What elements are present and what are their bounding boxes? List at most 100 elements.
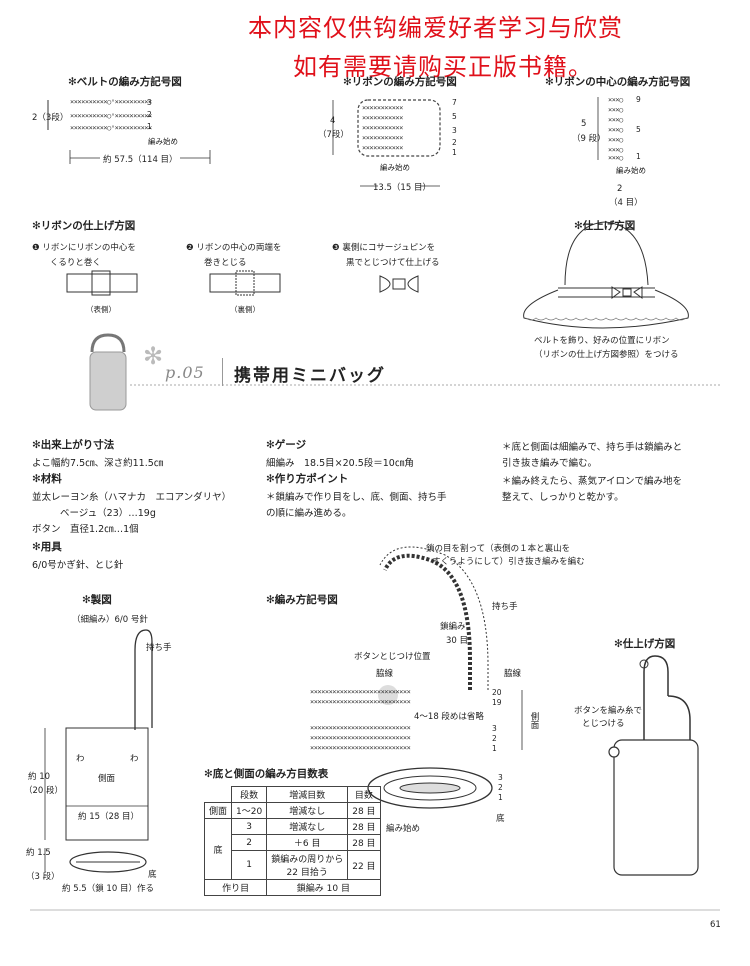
step2-text: ❷ リボンの中心の両端を bbox=[186, 243, 282, 253]
notes-line2: 引き抜き編みで編む。 bbox=[502, 458, 598, 469]
chart-start: 編み始め bbox=[386, 824, 421, 834]
watermark-line1: 本内容仅供钩编爱好者学习与欣赏 bbox=[248, 14, 623, 42]
gauge-value: 細編み 18.5目×20.5段＝10㎝角 bbox=[266, 458, 414, 469]
belt-mark-3: 3 bbox=[147, 98, 152, 107]
points-line1: ＊鎖編みで作り目をし、底、側面、持ち手 bbox=[266, 492, 447, 503]
table-header-count: 目数 bbox=[347, 786, 381, 803]
table-cell: 1 bbox=[231, 850, 268, 880]
notes-line4: 整えて、しっかりと乾かす。 bbox=[502, 492, 624, 503]
gauge-heading: ✻ゲージ bbox=[266, 439, 307, 451]
table-cell: ＋6 目 bbox=[266, 834, 349, 851]
table-cell: 28 目 bbox=[347, 802, 381, 819]
chart-note2: すくうようにして）引き抜き編みを編む bbox=[432, 557, 585, 567]
chart-handle: 持ち手 bbox=[492, 602, 518, 612]
step1-caption: （表側） bbox=[86, 305, 116, 314]
table-cell: 2 bbox=[231, 834, 268, 851]
table-cell: 1〜20 bbox=[231, 802, 268, 819]
chart-note1: 鎖の目を割って（表側の１本と裏山を bbox=[426, 544, 571, 554]
center-row-9: ×××○ bbox=[608, 96, 623, 104]
bag-finish-line1: ボタンを編み糸で bbox=[574, 706, 643, 716]
table-bottom-label: 底 bbox=[203, 818, 233, 880]
bag-finish-line2: とじつける bbox=[582, 719, 625, 729]
center-width-sts: （4 目） bbox=[609, 198, 643, 208]
center-row-6: ×××○ bbox=[608, 126, 623, 134]
ribbon-mark-2: 2 bbox=[452, 138, 457, 147]
blueprint-side: 側面 bbox=[98, 774, 116, 784]
table-cell: 28 目 bbox=[347, 834, 381, 851]
table-side-label: 側面 bbox=[203, 802, 233, 819]
materials-line1: 並太レーヨン糸（ハマナカ エコアンダリヤ） bbox=[32, 492, 232, 503]
chart-base-row-3: 3 bbox=[498, 773, 503, 782]
chart-base-row-1: 1 bbox=[498, 793, 503, 802]
table-title: ✻底と側面の編み方目数表 bbox=[204, 768, 329, 780]
title-divider bbox=[222, 358, 223, 386]
table-cell: 28 目 bbox=[347, 818, 381, 835]
notes-line3: ＊編み終えたら、蒸気アイロンで編み地を bbox=[502, 476, 683, 487]
belt-rows: 2（3段） bbox=[32, 113, 69, 123]
belt-start: 編み始め bbox=[148, 137, 178, 146]
ribbon-height: 4 bbox=[330, 116, 336, 126]
chart-row-3: ××××××××××××××××××××××××××× bbox=[310, 724, 411, 732]
center-width: 2 bbox=[617, 184, 623, 194]
notes-line1: ＊底と側面は細編みで、持ち手は鎖編みと bbox=[502, 442, 683, 453]
table-header-change: 増減目数 bbox=[266, 786, 349, 803]
table-cell-multi: 鎖編みの周りから 22 目拾う bbox=[266, 850, 349, 880]
ribbon-width: 13.5（15 目） bbox=[373, 183, 431, 193]
chart-rownum-1: 1 bbox=[492, 744, 497, 753]
chart-chain: 鎖編み bbox=[440, 622, 466, 632]
chart-rownum-2: 2 bbox=[492, 734, 497, 743]
center-row-5: ×××○ bbox=[608, 136, 623, 144]
belt-row-3: ××××××××××○ˣ×××××××××× bbox=[70, 98, 152, 106]
center-row-7: ×××○ bbox=[608, 116, 623, 124]
table-cell: 増減なし bbox=[266, 818, 349, 835]
table-cell: 22 目 bbox=[347, 850, 381, 880]
blueprint-stitch: （細編み）6/0 号針 bbox=[72, 615, 148, 625]
points-heading: ✻作り方ポイント bbox=[266, 473, 349, 485]
ribbon-mark-3: 3 bbox=[452, 126, 457, 135]
chart-row-19: ××××××××××××××××××××××××××× bbox=[310, 698, 411, 706]
center-row-2: ×××○ bbox=[608, 146, 623, 154]
bag-finish-title: ✻仕上げ方図 bbox=[614, 638, 676, 650]
chart-chain-n: 30 目 bbox=[446, 636, 469, 646]
center-row-1: ×××○ bbox=[608, 154, 623, 162]
blueprint-wa-right: わ bbox=[130, 754, 139, 764]
page-ref: p.05 bbox=[165, 363, 205, 382]
table-foundation-label: 作り目 bbox=[203, 879, 268, 896]
ribbon-center-chart-title: ✻リボンの中心の編み方記号図 bbox=[545, 76, 691, 88]
ribbon-grid-row-4: ××××××××××× bbox=[362, 134, 403, 142]
center-height: 5 bbox=[581, 119, 587, 129]
ribbon-mark-1: 1 bbox=[452, 148, 457, 157]
ribbon-grid-row-1: ××××××××××× bbox=[362, 104, 403, 112]
center-row-8: ×××○ bbox=[608, 106, 623, 114]
belt-width: 約 57.5（114 目） bbox=[103, 155, 178, 165]
chart-row-2: ××××××××××××××××××××××××××× bbox=[310, 734, 411, 742]
center-mark-1: 1 bbox=[636, 152, 641, 161]
belt-mark-2: 2 bbox=[147, 110, 152, 119]
hat-finish-title: ✻仕上げ方図 bbox=[574, 220, 636, 232]
materials-line2: ベージュ（23）…19g bbox=[60, 508, 156, 519]
belt-mark-1: 1 bbox=[147, 122, 152, 131]
ribbon-chart-title: ✻リボンの編み方記号図 bbox=[343, 76, 457, 88]
belt-chart-title: ✻ベルトの編み方記号図 bbox=[68, 76, 182, 88]
table-cell-line1: 鎖編みの周りから bbox=[271, 855, 344, 865]
center-mark-9: 9 bbox=[636, 95, 641, 104]
blueprint-base-h: 約 1.5 bbox=[26, 848, 51, 858]
size-heading: ✻出来上がり寸法 bbox=[32, 439, 115, 451]
hat-finish-line1: ベルトを飾り、好みの位置にリボン bbox=[534, 336, 670, 346]
ribbon-mark-7: 7 bbox=[452, 98, 457, 107]
chart-side-line-l: 脇線 bbox=[376, 669, 394, 679]
chart-omit: 4〜18 段めは省略 bbox=[414, 712, 484, 722]
project-title: 携帯用ミニバッグ bbox=[234, 366, 386, 386]
center-mark-5: 5 bbox=[636, 125, 641, 134]
step1-line2: くるりと巻く bbox=[50, 258, 101, 268]
step2-line2: 巻きとじる bbox=[204, 258, 247, 268]
belt-row-1: ××××××××××○ˣ×××××××××× bbox=[70, 124, 152, 132]
blueprint-title: ✻製図 bbox=[82, 594, 112, 606]
chart-base-row-2: 2 bbox=[498, 783, 503, 792]
ribbon-grid-row-5: ××××××××××× bbox=[362, 144, 403, 152]
blueprint-base-rows: （3 段） bbox=[26, 872, 60, 882]
ribbon-grid-row-2: ××××××××××× bbox=[362, 114, 403, 122]
chart-row-1: ××××××××××××××××××××××××××× bbox=[310, 744, 411, 752]
chart-side: 側面 bbox=[529, 712, 539, 729]
